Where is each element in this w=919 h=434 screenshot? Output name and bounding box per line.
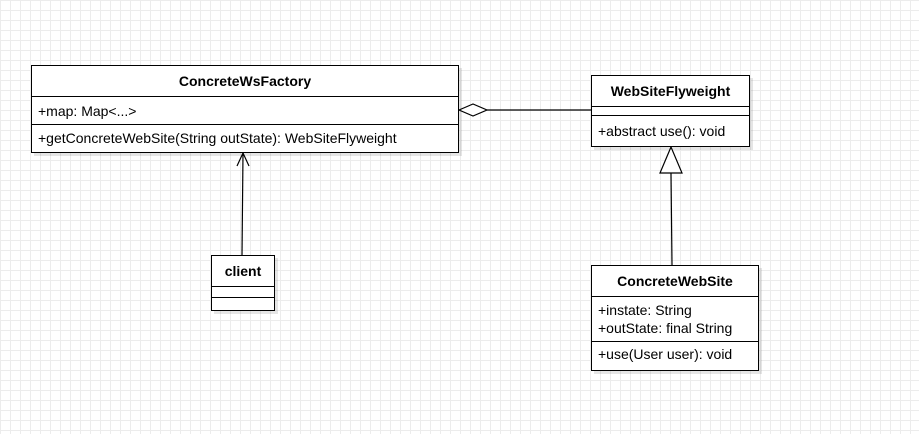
operations-section <box>212 298 274 310</box>
class-name: ConcreteWsFactory <box>32 66 458 97</box>
aggregation-diamond <box>457 103 489 117</box>
dependency-relation[interactable] <box>236 151 250 256</box>
operation-use: +use(User user): void <box>598 346 733 362</box>
generalization-triangle <box>659 145 683 174</box>
attributes-section <box>212 287 274 298</box>
dependency-arrowhead <box>236 151 250 167</box>
operations-section: +use(User user): void <box>592 342 758 370</box>
attribute-out-state: +outState: final String <box>598 320 733 336</box>
dependency-line <box>241 152 244 256</box>
generalization-line <box>670 172 673 266</box>
operation-use: +abstract use(): void <box>598 123 726 139</box>
class-name: client <box>212 256 274 287</box>
generalization-relation[interactable] <box>659 145 683 266</box>
attribute-instate: +instate: String <box>598 302 692 318</box>
operations-section: +getConcreteWebSite(String outState): We… <box>32 125 458 152</box>
attributes-section: +map: Map<...> <box>32 97 458 125</box>
attributes-section: +instate: String +outState: final String <box>592 297 758 342</box>
operations-section: +abstract use(): void <box>592 116 749 146</box>
class-name: ConcreteWebSite <box>592 266 758 297</box>
class-name: WebSiteFlyweight <box>592 76 749 107</box>
class-client[interactable]: client <box>211 255 275 311</box>
operation-get-concrete-web-site: +getConcreteWebSite(String outState): We… <box>38 130 397 146</box>
attributes-section <box>592 107 749 116</box>
aggregation-relation[interactable] <box>457 103 591 117</box>
attribute-map: +map: Map<...> <box>38 103 137 119</box>
class-concrete-ws-factory[interactable]: ConcreteWsFactory +map: Map<...> +getCon… <box>31 65 459 153</box>
class-concrete-web-site[interactable]: ConcreteWebSite +instate: String +outSta… <box>591 265 759 371</box>
class-web-site-flyweight[interactable]: WebSiteFlyweight +abstract use(): void <box>591 75 750 147</box>
